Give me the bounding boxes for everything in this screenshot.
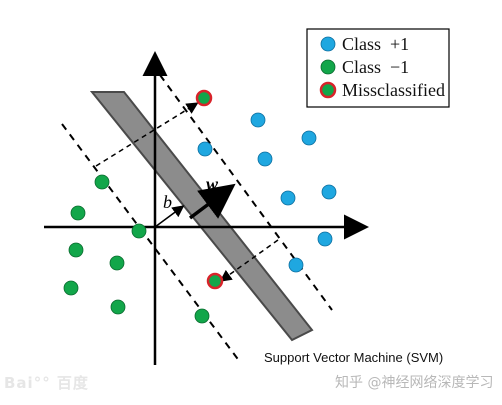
legend-label-misclassified: Missclassified [342, 80, 445, 100]
misclassified-point [195, 89, 213, 107]
w-arrow [188, 183, 236, 220]
negative-points [63, 174, 210, 324]
legend-marker-positive [320, 36, 336, 52]
legend-label-positive: Class +1 [342, 34, 409, 54]
watermark-zhihu: 知乎 @神经网络深度学习 [335, 375, 494, 391]
margin-line-left [61, 123, 241, 363]
caption: Support Vector Machine (SVM) [264, 350, 444, 365]
positive-point [288, 257, 304, 273]
margin-line-right [159, 74, 333, 311]
negative-point [194, 308, 210, 324]
watermark-baidu: Bai°° 百度 [4, 374, 89, 392]
positive-point [321, 184, 337, 200]
positive-point [250, 112, 266, 128]
positive-point [280, 190, 296, 206]
hyperplane-slab [89, 91, 314, 342]
b-label: b [163, 192, 172, 212]
positive-points [197, 112, 337, 273]
misclassified-point [206, 272, 224, 290]
legend-label-negative: Class −1 [342, 57, 409, 77]
negative-point [68, 242, 84, 258]
negative-point [109, 255, 125, 271]
legend-marker-misclassified [319, 81, 337, 99]
legend: Class +1 Class −1 Missclassified [306, 28, 450, 108]
positive-point [197, 141, 213, 157]
negative-point [110, 299, 126, 315]
distance-arrow-top [95, 102, 199, 167]
w-label: w [206, 174, 219, 194]
positive-point [317, 231, 333, 247]
legend-marker-negative [320, 59, 336, 75]
misclassified-points [195, 89, 224, 290]
negative-point [63, 280, 79, 296]
negative-point [131, 223, 147, 239]
negative-point [94, 174, 110, 190]
positive-point [257, 151, 273, 167]
distance-arrow-bottom [219, 239, 279, 282]
positive-point [301, 130, 317, 146]
negative-point [70, 205, 86, 221]
b-arrow [154, 205, 185, 228]
